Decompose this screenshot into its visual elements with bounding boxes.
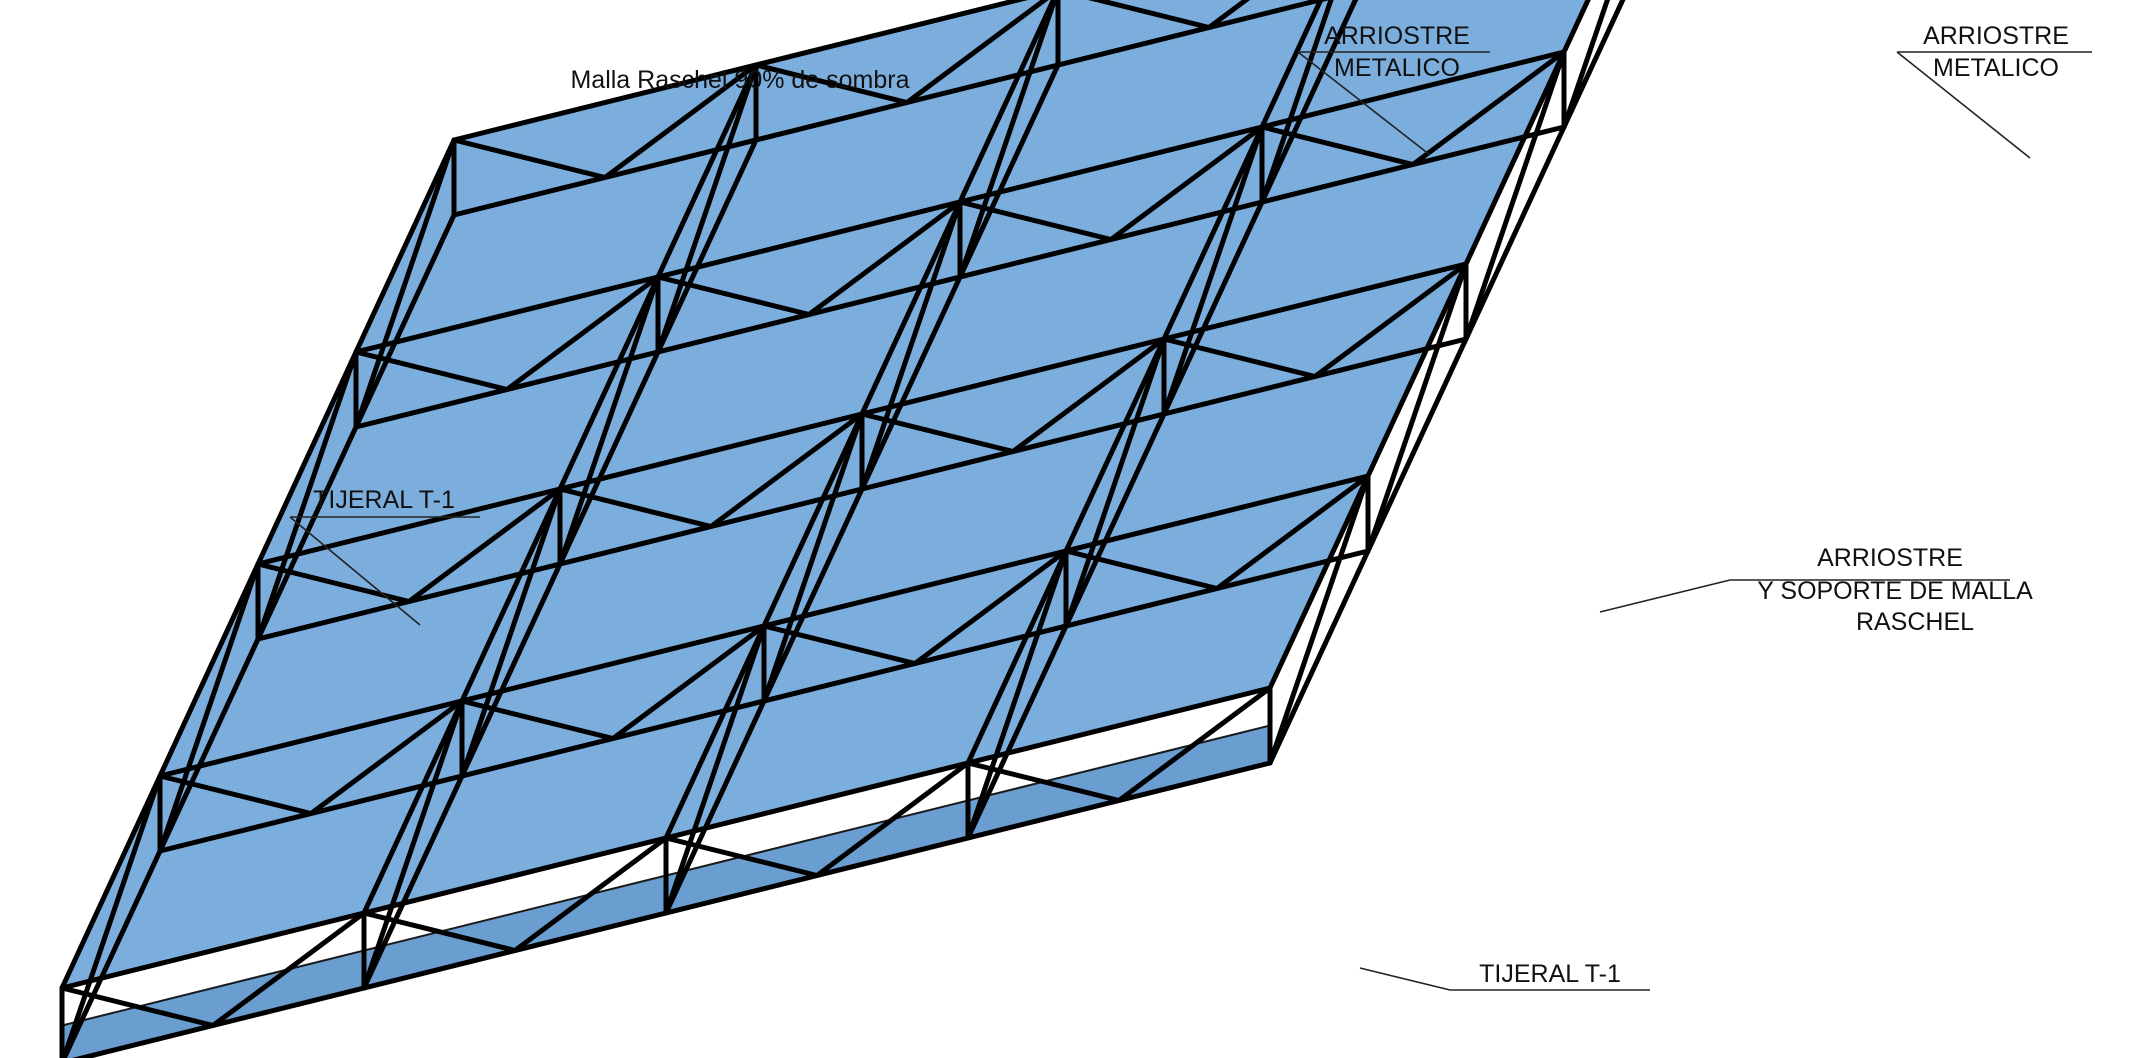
bracing-web (157, 698, 465, 816)
truss-diagonal (361, 698, 465, 991)
bracing-web (557, 411, 865, 529)
bracing-web (965, 685, 1273, 803)
bracing-web (859, 336, 1167, 454)
bracing-web (957, 124, 1265, 242)
bracing-web (353, 274, 661, 392)
truss-diagonal (557, 274, 661, 567)
label-arriostre-soporte-line1: ARRIOSTRE (1817, 544, 1963, 572)
truss-structure (59, 0, 1626, 1058)
drawing-title: Malla Raschel 90% de sombra (570, 66, 909, 94)
bracing-web (459, 623, 767, 741)
bracing-web (59, 910, 367, 1028)
bracing-web (1087, 0, 1251, 30)
bracing-web (1063, 473, 1371, 591)
label-leaders (289, 51, 2092, 991)
label-arriostre-soporte-line3: RASCHEL (1856, 608, 1974, 636)
bracing-web (451, 62, 759, 180)
bracing-web (655, 199, 963, 317)
label-tijeral-t1-bottom: TIJERAL T-1 (1479, 960, 1621, 988)
bracing-web (753, 0, 1049, 105)
truss-diagonal (761, 411, 865, 704)
truss-diagonal (1063, 336, 1167, 629)
leader-line (289, 516, 421, 626)
truss-diagonal (1267, 473, 1371, 766)
bracing-web (663, 760, 971, 878)
truss-diagonal (1259, 0, 1334, 205)
bracing-web (761, 548, 1069, 666)
truss-diagonal (1161, 124, 1265, 417)
truss-diagonal (1365, 261, 1469, 554)
bracing-web (1259, 49, 1567, 167)
truss-diagonal (61, 773, 163, 1058)
label-tijeral-t1-left: TIJERAL T-1 (313, 486, 455, 514)
label-arriostre-metalico-2-line2: METALICO (1933, 54, 2059, 82)
leader-line (1297, 51, 1431, 156)
truss-diagonal (157, 561, 261, 854)
leader-line (1359, 967, 1451, 991)
truss-diagonal (655, 62, 759, 355)
label-arriostre-metalico-1-line1: ARRIOSTRE (1324, 22, 1470, 50)
truss-diagonal (1561, 0, 1611, 130)
bracing-bottom (255, 336, 1469, 642)
leader-line (1896, 51, 2031, 159)
truss-diagonal (255, 349, 359, 642)
truss-diagonal (957, 0, 1058, 280)
truss-diagonal (965, 548, 1069, 841)
bracing-bottom (451, 0, 1331, 218)
bracing-top (451, 0, 1029, 143)
bracing-bottom (353, 124, 1567, 430)
bracing-bottom (71, 760, 1273, 1058)
bracing-web (1161, 261, 1469, 379)
bracing-web (361, 835, 669, 953)
label-arriostre-soporte-line2: Y SOPORTE DE MALLA (1757, 577, 2033, 605)
label-arriostre-metalico-2-line1: ARRIOSTRE (1923, 22, 2069, 50)
bracing-web (255, 486, 563, 604)
truss-diagonal (1463, 49, 1567, 342)
label-arriostre-metalico-1-line2: METALICO (1334, 54, 1460, 82)
truss-diagonal (353, 137, 457, 430)
bracing-bottom (157, 548, 1371, 854)
truss-diagonal (663, 623, 767, 916)
truss-diagonal (859, 199, 963, 492)
leader-line (1599, 579, 1731, 613)
truss-diagonal (459, 486, 563, 779)
